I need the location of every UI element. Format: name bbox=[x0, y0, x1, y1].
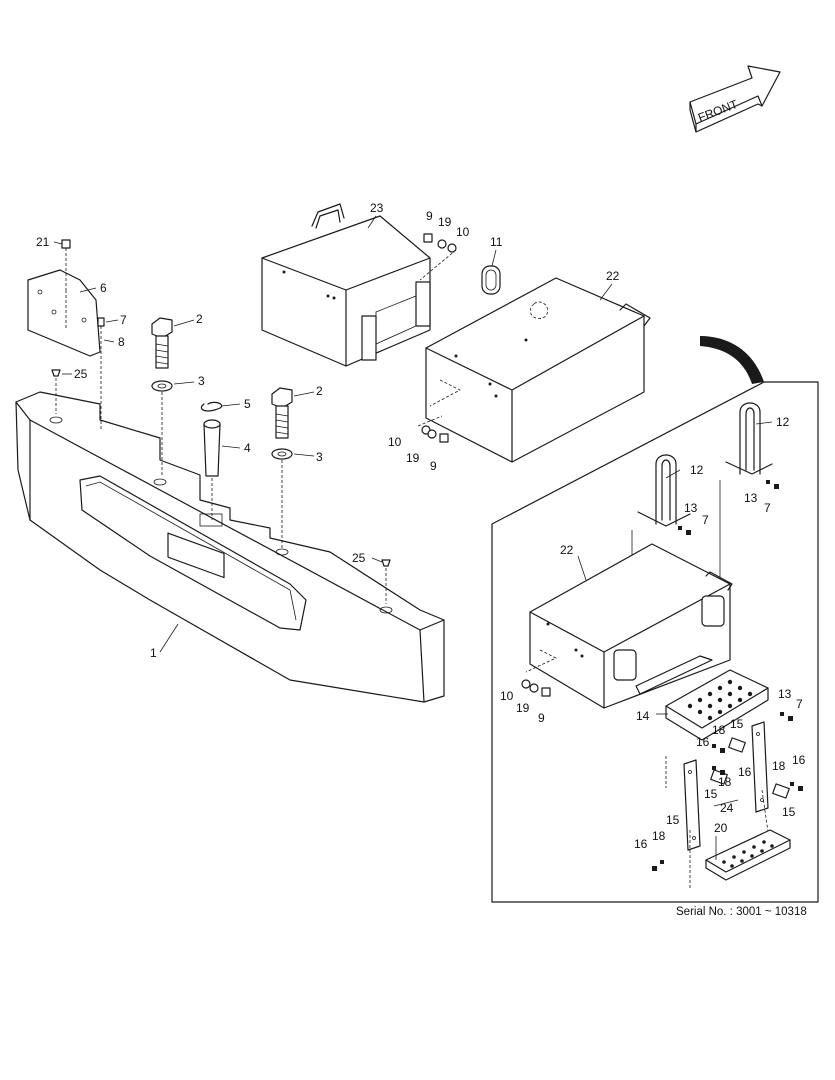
screw-25-right bbox=[381, 559, 391, 604]
callout-18b: 18 bbox=[718, 775, 732, 789]
screw-25-left bbox=[51, 369, 61, 414]
battery-box-large bbox=[425, 277, 651, 463]
callout-7a: 7 bbox=[764, 501, 771, 515]
callout-8: 8 bbox=[118, 335, 125, 349]
callout-19a: 19 bbox=[438, 215, 452, 229]
step-lower bbox=[705, 829, 791, 881]
callout-20: 20 bbox=[714, 821, 728, 835]
callout-4: 4 bbox=[244, 441, 251, 455]
callout-13b: 13 bbox=[684, 501, 698, 515]
callout-7b: 7 bbox=[702, 513, 709, 527]
callout-1: 1 bbox=[150, 646, 157, 660]
callout-12b: 12 bbox=[690, 463, 704, 477]
detail-fasteners bbox=[652, 480, 803, 871]
callout-15d: 15 bbox=[666, 813, 680, 827]
callout-2b: 2 bbox=[316, 384, 323, 398]
callout-13c: 13 bbox=[778, 687, 792, 701]
pin bbox=[200, 401, 223, 520]
callout-16b: 16 bbox=[738, 765, 752, 779]
bolt-right bbox=[271, 387, 293, 548]
callout-11: 11 bbox=[490, 235, 503, 249]
front-arrow-icon: FRONT bbox=[689, 65, 781, 133]
callout-2a: 2 bbox=[196, 312, 203, 326]
callout-19c: 19 bbox=[516, 701, 530, 715]
callout-9b: 9 bbox=[430, 459, 437, 473]
callout-18a: 18 bbox=[712, 723, 726, 737]
side-plate-right bbox=[751, 721, 769, 813]
callout-15a: 15 bbox=[730, 717, 744, 731]
callout-5: 5 bbox=[244, 397, 251, 411]
callout-23: 23 bbox=[370, 201, 384, 215]
callout-16d: 16 bbox=[634, 837, 648, 851]
step-upper-holes bbox=[687, 679, 753, 721]
callout-15c: 15 bbox=[782, 805, 796, 819]
callout-7: 7 bbox=[120, 313, 127, 327]
callout-16c: 16 bbox=[792, 753, 806, 767]
callout-14: 14 bbox=[636, 709, 650, 723]
callout-9a: 9 bbox=[426, 209, 433, 223]
callout-15b: 15 bbox=[704, 787, 718, 801]
callout-labels: 1 2 2 3 3 4 5 6 7 8 21 25 25 23 9 19 10 … bbox=[36, 201, 806, 851]
callout-22b: 22 bbox=[560, 543, 574, 557]
bolt-set-lower bbox=[417, 415, 449, 443]
callout-3a: 3 bbox=[198, 374, 205, 388]
callout-25b: 25 bbox=[352, 551, 366, 565]
detail-arrow-icon bbox=[700, 336, 764, 384]
bolt-set-detail bbox=[521, 679, 551, 697]
detail-frame bbox=[491, 381, 819, 903]
side-plate-left bbox=[683, 759, 701, 851]
battery-box-detail bbox=[525, 543, 733, 709]
callout-9c: 9 bbox=[538, 711, 545, 725]
battery-box-small bbox=[261, 203, 431, 367]
callout-10c: 10 bbox=[500, 689, 514, 703]
callout-22a: 22 bbox=[606, 269, 620, 283]
serial-number: Serial No. : 3001 ~ 10318 bbox=[676, 906, 807, 918]
callout-19b: 19 bbox=[406, 451, 420, 465]
bolt-set-upper bbox=[419, 233, 457, 281]
callout-16a: 16 bbox=[696, 735, 710, 749]
callout-18c: 18 bbox=[772, 759, 786, 773]
callout-6: 6 bbox=[100, 281, 107, 295]
handle-lower bbox=[637, 454, 691, 527]
callout-7c: 7 bbox=[796, 697, 803, 711]
handle-upper bbox=[725, 402, 773, 475]
grommet bbox=[481, 265, 501, 295]
counterweight bbox=[15, 391, 445, 703]
callout-21: 21 bbox=[36, 235, 50, 249]
callout-24: 24 bbox=[720, 801, 734, 815]
callout-12a: 12 bbox=[776, 415, 790, 429]
bolt-left bbox=[151, 317, 173, 476]
leader-lines bbox=[53, 215, 773, 860]
callout-10b: 10 bbox=[388, 435, 402, 449]
callout-3b: 3 bbox=[316, 450, 323, 464]
callout-10a: 10 bbox=[456, 225, 470, 239]
step-lower-holes bbox=[722, 840, 774, 868]
callout-13a: 13 bbox=[744, 491, 758, 505]
callout-25a: 25 bbox=[74, 367, 88, 381]
callout-18d: 18 bbox=[652, 829, 666, 843]
bracket bbox=[27, 269, 101, 357]
screw-7-8 bbox=[97, 317, 105, 430]
